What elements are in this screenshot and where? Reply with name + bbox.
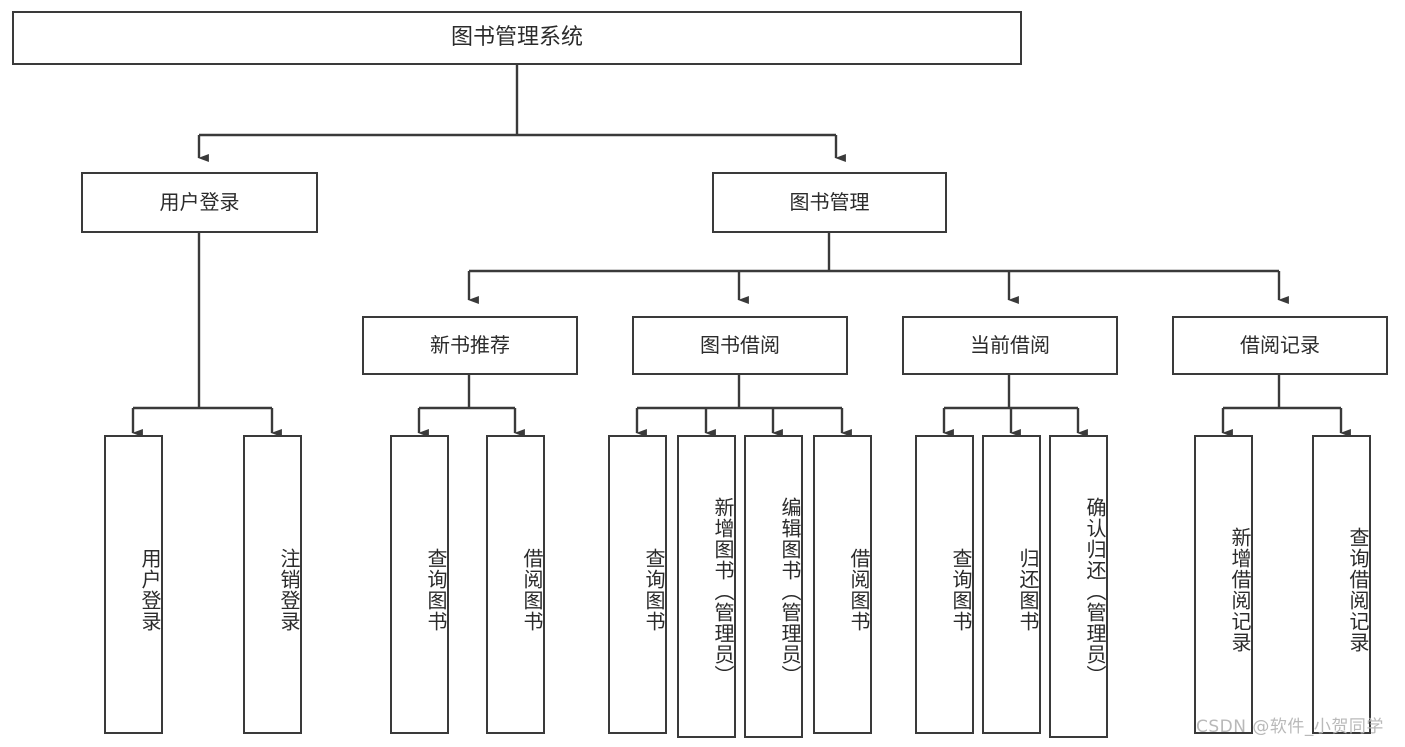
node-leaf-borrow-book-2[interactable]: 借阅图书 (813, 435, 872, 734)
node-leaf-borrow-book-1[interactable]: 借阅图书 (486, 435, 545, 734)
node-leaf-confirm-return[interactable]: 确认归还（管理员） (1049, 435, 1108, 738)
node-leaf-user-logout-label: 注销登录 (277, 547, 301, 632)
node-leaf-query-record-label: 查询借阅记录 (1346, 526, 1370, 653)
node-leaf-query-book-1[interactable]: 查询图书 (390, 435, 449, 734)
node-leaf-borrow-book-1-label: 借阅图书 (520, 547, 544, 632)
node-root-label: 图书管理系统 (450, 24, 583, 50)
node-leaf-add-book-label: 新增图书（管理员） (711, 497, 735, 686)
node-leaf-edit-book[interactable]: 编辑图书（管理员） (744, 435, 803, 738)
node-leaf-add-record-label: 新增借阅记录 (1228, 526, 1252, 653)
node-book-manage-label: 图书管理 (789, 190, 870, 215)
node-leaf-user-login-label: 用户登录 (138, 547, 162, 632)
node-leaf-query-book-3[interactable]: 查询图书 (915, 435, 974, 734)
node-leaf-add-record[interactable]: 新增借阅记录 (1194, 435, 1253, 734)
node-borrow-record-label: 借阅记录 (1240, 333, 1320, 358)
node-leaf-borrow-book-2-label: 借阅图书 (847, 547, 871, 632)
node-new-book-recommend[interactable]: 新书推荐 (362, 316, 578, 375)
node-leaf-query-book-3-label: 查询图书 (949, 547, 973, 632)
node-current-borrow-label: 当前借阅 (970, 333, 1050, 358)
node-user-login[interactable]: 用户登录 (81, 172, 318, 233)
node-current-borrow[interactable]: 当前借阅 (902, 316, 1118, 375)
watermark: CSDN @软件_小贺同学 (1196, 717, 1384, 737)
node-leaf-edit-book-label: 编辑图书（管理员） (778, 497, 802, 686)
node-leaf-user-logout[interactable]: 注销登录 (243, 435, 302, 734)
node-leaf-return-book[interactable]: 归还图书 (982, 435, 1041, 734)
node-leaf-query-book-1-label: 查询图书 (424, 547, 448, 632)
node-borrow-record[interactable]: 借阅记录 (1172, 316, 1388, 375)
node-book-manage[interactable]: 图书管理 (712, 172, 947, 233)
node-user-login-label: 用户登录 (159, 190, 240, 215)
node-leaf-confirm-return-label: 确认归还（管理员） (1083, 497, 1107, 686)
node-book-borrow-label: 图书借阅 (700, 333, 780, 358)
node-leaf-user-login[interactable]: 用户登录 (104, 435, 163, 734)
node-new-book-recommend-label: 新书推荐 (430, 333, 510, 358)
node-leaf-query-book-2-label: 查询图书 (642, 547, 666, 632)
node-book-borrow[interactable]: 图书借阅 (632, 316, 848, 375)
node-leaf-query-book-2[interactable]: 查询图书 (608, 435, 667, 734)
node-leaf-add-book[interactable]: 新增图书（管理员） (677, 435, 736, 738)
node-leaf-return-book-label: 归还图书 (1016, 547, 1040, 632)
node-leaf-query-record[interactable]: 查询借阅记录 (1312, 435, 1371, 734)
node-root[interactable]: 图书管理系统 (12, 11, 1022, 65)
